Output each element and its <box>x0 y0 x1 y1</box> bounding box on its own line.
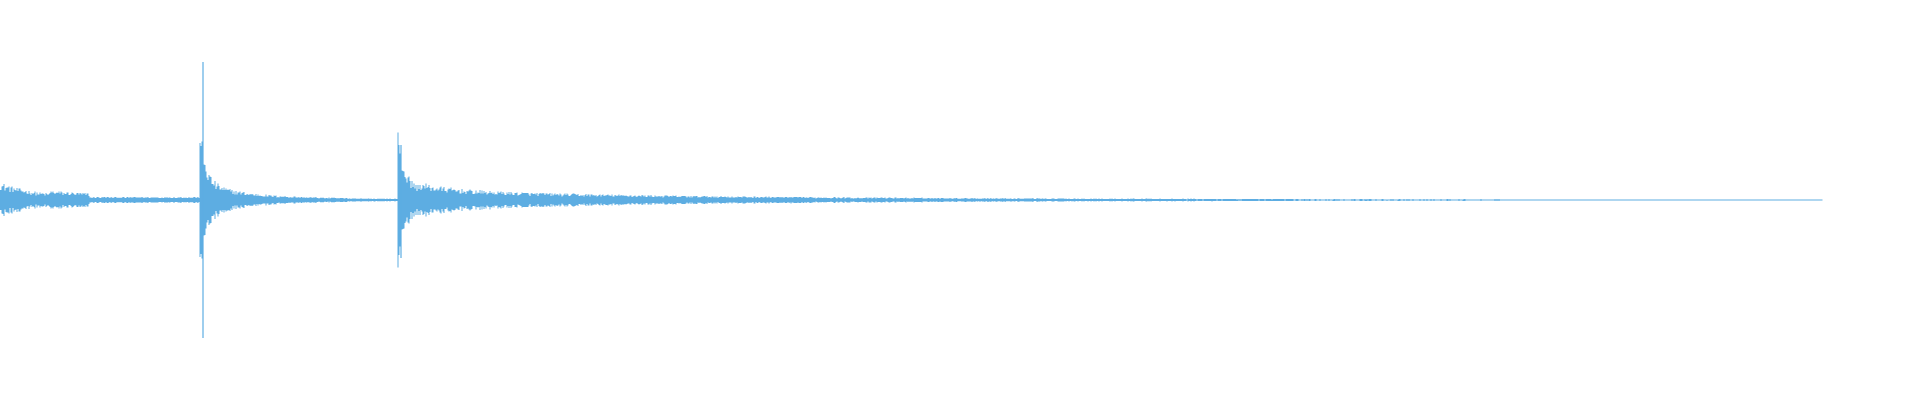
waveform-path <box>0 132 1823 268</box>
